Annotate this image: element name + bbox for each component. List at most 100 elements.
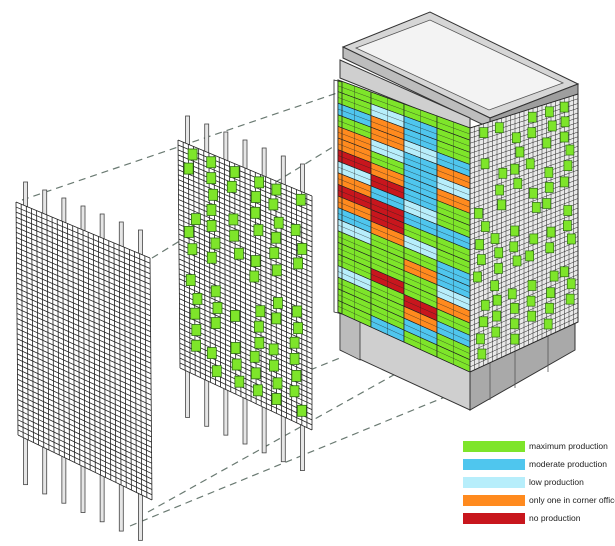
grid-line <box>337 97 471 147</box>
grid-line <box>469 279 579 327</box>
grid-line <box>337 161 471 214</box>
planter-cell <box>249 270 260 283</box>
planter-cell <box>544 167 554 178</box>
grid-line <box>179 298 313 360</box>
grid-line <box>337 149 471 202</box>
planter-cell <box>494 247 504 259</box>
grid-line <box>178 243 313 304</box>
planter-cell <box>297 243 307 255</box>
grid-line <box>178 263 313 324</box>
grid-line <box>337 137 471 190</box>
grid-line <box>16 262 151 322</box>
planter-cell <box>255 305 266 318</box>
planter-cell <box>271 312 282 325</box>
planter-cell <box>210 285 221 298</box>
planter-cell <box>293 257 303 270</box>
grid-line <box>469 203 579 246</box>
grid-line <box>178 218 313 278</box>
grid-line <box>469 255 579 302</box>
grid-line <box>337 201 471 257</box>
grid-line <box>337 230 471 287</box>
planter-cell <box>269 247 280 259</box>
grid-line <box>337 271 471 330</box>
planter-cell <box>210 237 221 250</box>
grid-line <box>17 353 152 417</box>
grid-line <box>177 144 313 202</box>
grid-line <box>337 213 471 269</box>
planter-cell <box>479 127 489 138</box>
planter-cell <box>250 191 261 203</box>
grid-line <box>469 93 579 129</box>
planter-cell <box>513 178 523 189</box>
grid-line <box>16 292 151 354</box>
planter-cell <box>229 229 240 242</box>
planter-cell <box>206 251 217 264</box>
grid-line <box>16 277 151 338</box>
planter-cell <box>289 353 300 365</box>
planter-cell <box>497 199 507 211</box>
planter-cell <box>492 310 502 322</box>
planter-cell <box>510 225 520 237</box>
planter-cell <box>295 193 306 206</box>
planter-cell <box>231 358 242 371</box>
grid-line <box>178 204 313 263</box>
grid-line <box>337 248 471 306</box>
roof-inner <box>354 19 565 111</box>
grid-line <box>337 282 471 342</box>
grid-lines <box>15 201 153 501</box>
grid-line <box>469 231 579 276</box>
planter-cell <box>492 294 502 306</box>
planter-cell <box>230 342 241 354</box>
grid-line <box>15 216 151 275</box>
grid-line <box>469 150 579 190</box>
grid-line <box>337 184 471 238</box>
planter-cell <box>476 333 485 345</box>
grid-line <box>177 149 313 207</box>
grid-line <box>337 85 471 135</box>
planter-cell <box>252 384 263 397</box>
legend-item-no-production: no production <box>463 512 613 527</box>
planter-cell <box>268 343 279 356</box>
grid-line <box>469 174 579 215</box>
planter-cell <box>228 213 239 226</box>
grid-line <box>337 126 471 177</box>
legend-label: maximum production <box>529 441 608 451</box>
planter-cell <box>250 255 261 267</box>
planter-cell <box>545 242 555 254</box>
legend-label: moderate production <box>529 459 607 469</box>
grid-line <box>17 429 153 496</box>
grid-line <box>337 253 471 312</box>
planter-cell <box>187 243 198 256</box>
planter-cell <box>546 226 556 238</box>
building <box>333 11 580 411</box>
planter-cell <box>529 187 538 199</box>
planter-cell <box>565 144 575 156</box>
grid-line <box>469 141 579 180</box>
grid-line <box>469 184 579 225</box>
planter-cell <box>271 393 282 405</box>
planter-cell <box>290 224 301 236</box>
grid-line <box>16 302 152 364</box>
planter-cell <box>525 158 535 170</box>
grid-line <box>179 323 313 385</box>
planter-cell <box>206 204 217 216</box>
planter-cell <box>480 299 490 311</box>
grid-line <box>469 307 579 357</box>
grid-line <box>337 79 471 129</box>
planter-cell <box>547 120 557 132</box>
planter-cell <box>479 316 488 328</box>
planter-cell <box>249 350 260 363</box>
planter-cell <box>563 160 573 172</box>
grid-line <box>16 333 152 396</box>
legend-item-maximum-production: maximum production <box>463 440 613 455</box>
planter-cell <box>525 250 534 262</box>
planter-cell <box>477 254 486 265</box>
planter-cells <box>183 148 307 417</box>
planter-cell <box>510 163 520 175</box>
legend-item-low-production: low production <box>463 476 613 491</box>
grid-line <box>177 154 313 212</box>
planter-cell <box>293 322 303 335</box>
planter-cell <box>475 239 484 250</box>
grid-line <box>179 318 313 380</box>
planter-cell <box>566 278 576 290</box>
